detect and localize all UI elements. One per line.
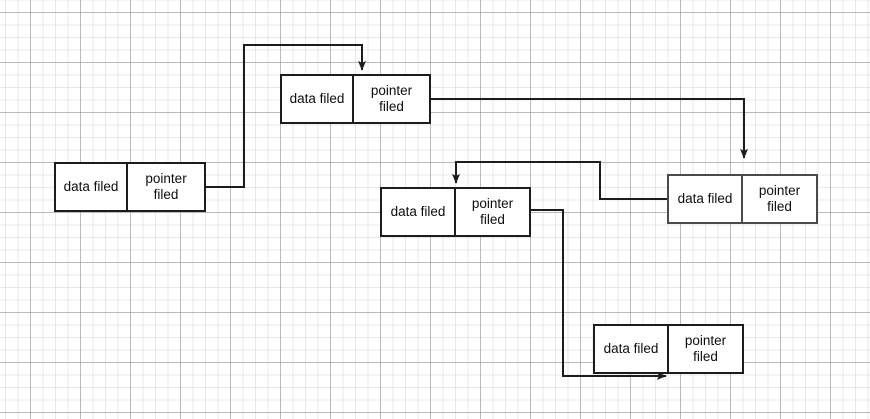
edge-node4-to-node3: [452, 161, 667, 200]
node-4-data-cell: data filed: [669, 176, 744, 222]
node-1-pointer-cell: pointer filed: [145, 171, 187, 202]
node-5-data-cell: data filed: [595, 326, 670, 372]
node-4[interactable]: data filed pointer filed: [667, 174, 818, 224]
node-2-pointer-cell: pointer filed: [370, 83, 413, 114]
node-3-data-cell: data filed: [382, 189, 457, 235]
node-5-pointer-cell: pointer filed: [684, 333, 727, 364]
edge-node1-to-node2: [206, 44, 366, 188]
edge-node2-to-node4: [431, 98, 748, 159]
node-1-data-cell: data filed: [56, 164, 129, 210]
node-4-pointer-cell: pointer filed: [758, 183, 801, 214]
node-2[interactable]: data filed pointer filed: [280, 74, 431, 124]
node-1[interactable]: data filed pointer filed: [54, 162, 206, 212]
edge-node3-to-node5: [531, 209, 667, 380]
node-3[interactable]: data filed pointer filed: [380, 187, 531, 237]
node-3-pointer-cell: pointer filed: [471, 196, 514, 227]
node-2-data-cell: data filed: [282, 76, 355, 122]
node-5[interactable]: data filed pointer filed: [593, 324, 744, 374]
